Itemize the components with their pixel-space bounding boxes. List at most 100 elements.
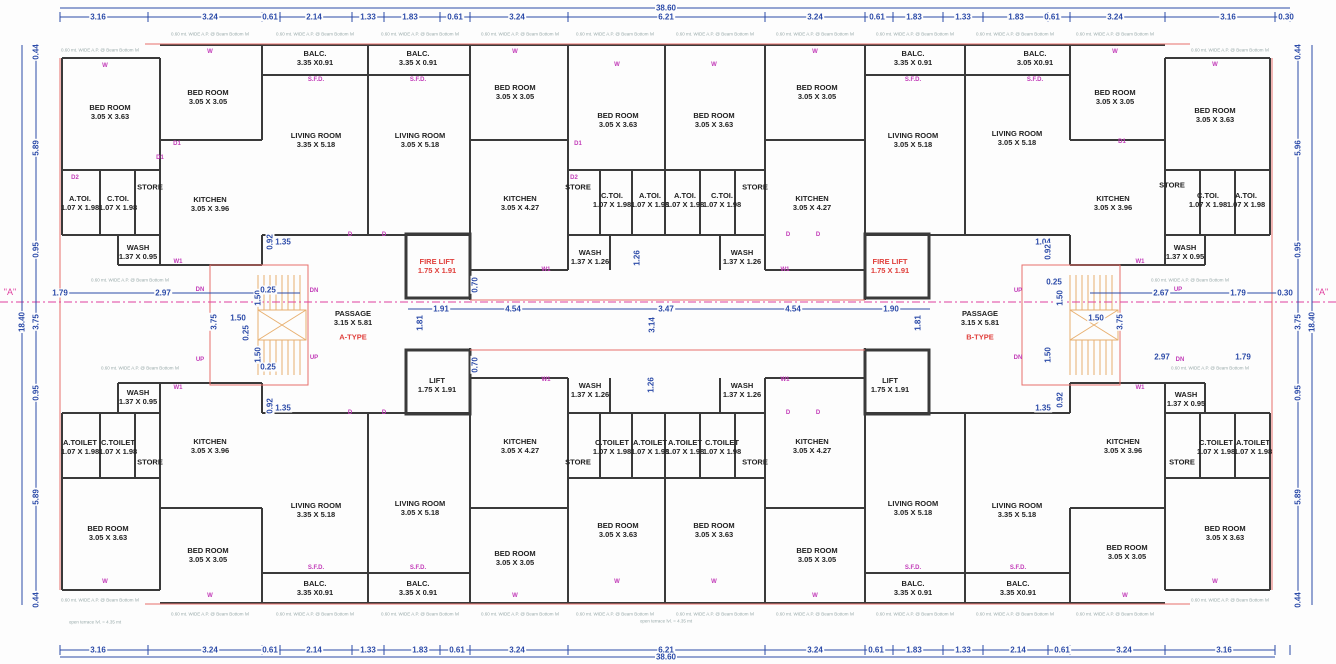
dimension-label: 0.92	[1055, 391, 1065, 409]
room-size: 3.05 X 3.05	[1107, 552, 1147, 561]
landing-cross	[257, 309, 307, 341]
room-size: 1.07 X 1.98	[592, 447, 632, 456]
ap-note: 0.60 mt. WIDE A.P. @ Beam Bottom lvl	[875, 31, 955, 37]
dimension-top: 3.24	[201, 12, 219, 22]
room-name: KITCHEN	[193, 437, 227, 446]
room-size: 1.37 X 0.95	[1166, 399, 1206, 408]
room-size: 3.05 X 3.63	[598, 120, 638, 129]
room-size: 3.05 X 5.18	[893, 508, 933, 517]
dimension-label: 1.35	[274, 237, 292, 247]
stair-landing	[257, 309, 307, 341]
room-size: 1.37 X 1.26	[722, 390, 762, 399]
room-name: WASH	[730, 248, 754, 257]
room-size: 3.05 X 3.96	[1103, 446, 1143, 455]
dimension-bottom: 0.61	[867, 645, 885, 655]
dimension-right: 0.95	[1293, 241, 1303, 259]
room-size: 3.35 X0.91	[296, 588, 334, 597]
dimension-right: 3.75	[1293, 313, 1303, 331]
dimension-bottom: 0.61	[448, 645, 466, 655]
ap-note: 0.60 mt. WIDE A.P. @ Beam Bottom lvl	[1190, 597, 1270, 603]
ap-note: 0.60 mt. WIDE A.P. @ Beam Bottom lvl	[90, 277, 170, 283]
dimension-label: 3.75	[1115, 313, 1125, 331]
room-size: 3.05 X 4.27	[792, 446, 832, 455]
dimension-label: 1.35	[1034, 403, 1052, 413]
room-size: 3.35 X0.91	[296, 58, 334, 67]
room-name: BED ROOM	[87, 524, 129, 533]
opening-marker: S.F.D.	[409, 77, 427, 83]
room-size: 3.05 X0.91	[1016, 58, 1054, 67]
dimension-bottom: 3.24	[806, 645, 824, 655]
dimension-left: 5.89	[31, 488, 41, 506]
dimension-label: 3.47	[657, 304, 675, 314]
opening-marker: S.F.D.	[307, 565, 325, 571]
room-name: LIVING ROOM	[887, 499, 939, 508]
room-label: A.TOI.1.07 X 1.98	[666, 191, 704, 209]
opening-marker: D1	[156, 155, 164, 161]
room-size: 1.07 X 1.98	[630, 200, 670, 209]
dimension-top: 1.33	[359, 12, 377, 22]
room-size: 3.05 X 3.05	[188, 555, 228, 564]
room-size: 3.05 X 3.05	[188, 97, 228, 106]
dimension-left: 0.95	[31, 241, 41, 259]
lift-shaft	[863, 348, 931, 416]
ap-note: 0.60 mt. WIDE A.P. @ Beam Bottom lvl	[1075, 31, 1155, 37]
room-size: 3.05 X 5.18	[893, 140, 933, 149]
room-size: 3.35 X 0.91	[398, 588, 438, 597]
dimension-left: 0.95	[31, 384, 41, 402]
dimension-top: 3.24	[508, 12, 526, 22]
room-size: 3.15 X 5.81	[960, 318, 1000, 327]
room-label: BALC.3.05 X0.91	[1017, 49, 1053, 67]
room-name: STORE	[1169, 457, 1195, 467]
ap-note: 0.60 mt. WIDE A.P. @ Beam Bottom lvl	[1190, 47, 1270, 53]
room-name: BED ROOM	[1194, 106, 1236, 115]
room-name: BED ROOM	[494, 549, 536, 558]
room-size: 3.05 X 5.18	[997, 138, 1037, 147]
opening-marker: W	[1122, 593, 1128, 599]
ap-note: 0.60 mt. WIDE A.P. @ Beam Bottom lvl	[775, 31, 855, 37]
room-name: WASH	[578, 248, 602, 257]
room-size: 1.37 X 0.95	[1165, 252, 1205, 261]
room-name: WASH	[730, 381, 754, 390]
room-name: BED ROOM	[89, 103, 131, 112]
room-label: A.TOI.1.07 X 1.98	[61, 194, 99, 212]
dimension-right: 5.96	[1293, 139, 1303, 157]
room-size: 3.05 X 3.05	[797, 555, 837, 564]
room-size: 1.75 X 1.91	[870, 266, 910, 275]
room-label: STORE	[742, 183, 768, 192]
room-size: 3.05 X 3.05	[495, 92, 535, 101]
opening-marker: W	[1112, 49, 1118, 55]
ap-note: 0.60 mt. WIDE A.P. @ Beam Bottom lvl	[60, 47, 140, 53]
lift-shaft	[863, 232, 931, 300]
room-name: LIVING ROOM	[991, 129, 1043, 138]
room-name: FIRE LIFT	[872, 257, 908, 266]
dimension-bottom: 6.21	[657, 645, 675, 655]
opening-marker: D1	[574, 141, 582, 147]
opening-marker: D	[815, 232, 821, 238]
lift-shaft	[404, 232, 472, 300]
room-size: 3.05 X 3.63	[694, 530, 734, 539]
dimension-bottom: 0.61	[261, 645, 279, 655]
opening-marker: W	[711, 579, 717, 585]
room-name: BALC.	[1023, 49, 1047, 58]
room-name: STORE	[137, 182, 163, 192]
room-size: 3.05 X 4.27	[500, 203, 540, 212]
room-name: BALC.	[303, 49, 327, 58]
ap-note: 0.60 mt. WIDE A.P. @ Beam Bottom lvl	[1150, 277, 1230, 283]
room-name: LIVING ROOM	[887, 131, 939, 140]
dimension-bottom: 2.14	[305, 645, 323, 655]
opening-marker: D	[347, 410, 353, 416]
room-size: 1.07 X 1.98	[1196, 447, 1236, 456]
room-size: 1.07 X 1.98	[98, 447, 138, 456]
